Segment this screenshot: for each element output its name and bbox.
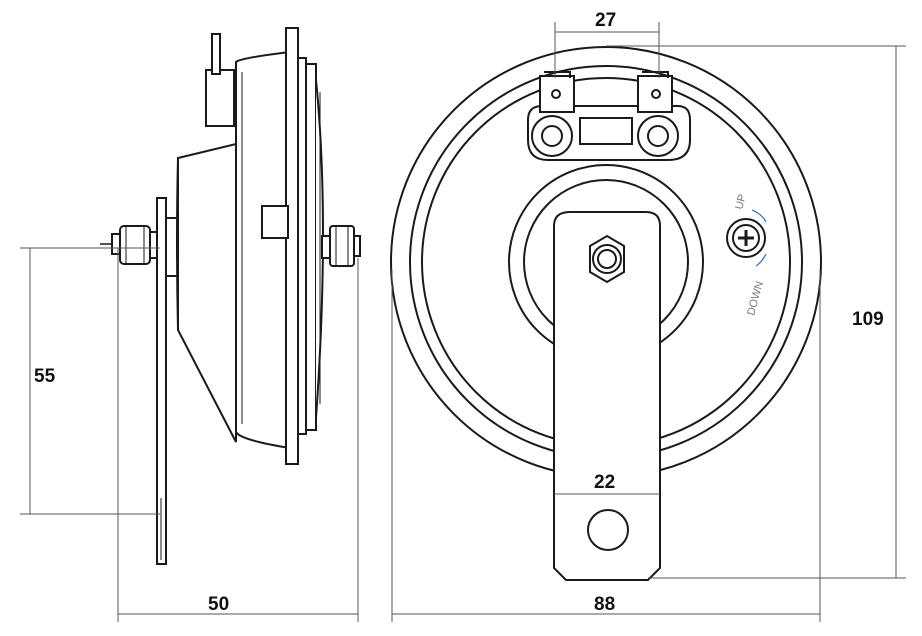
front-center-nut	[589, 234, 625, 284]
front-adjust-screw	[726, 218, 766, 258]
label-up: UP	[733, 193, 749, 211]
side-bolt-right	[321, 225, 361, 267]
side-terminal	[205, 69, 235, 127]
front-view	[390, 46, 822, 581]
dim-height: 109	[852, 309, 884, 330]
terminal-left-eyelet	[531, 115, 573, 157]
adjust-arrows	[751, 209, 767, 267]
dim-diameter: 88	[594, 594, 615, 615]
dim-terminal-spacing: 27	[595, 10, 616, 31]
bracket-mount-hole	[587, 509, 629, 551]
front-bracket-arm	[553, 211, 661, 581]
side-view	[100, 27, 361, 565]
side-bracket	[156, 197, 167, 565]
terminal-right-eyelet	[637, 115, 679, 157]
side-flange	[285, 27, 299, 465]
dim-depth: 50	[208, 594, 229, 615]
front-terminal-block	[527, 71, 691, 161]
side-bolt-left	[100, 225, 165, 265]
terminal-right	[637, 75, 673, 113]
side-shell	[235, 50, 291, 450]
side-adjust-screw	[261, 205, 289, 239]
side-dimensions	[20, 247, 359, 622]
dim-bracket-width: 22	[594, 472, 615, 493]
terminal-left	[539, 75, 575, 113]
side-body	[177, 142, 237, 443]
dim-bracket-height: 55	[34, 366, 56, 387]
front-dimensions	[391, 22, 906, 622]
